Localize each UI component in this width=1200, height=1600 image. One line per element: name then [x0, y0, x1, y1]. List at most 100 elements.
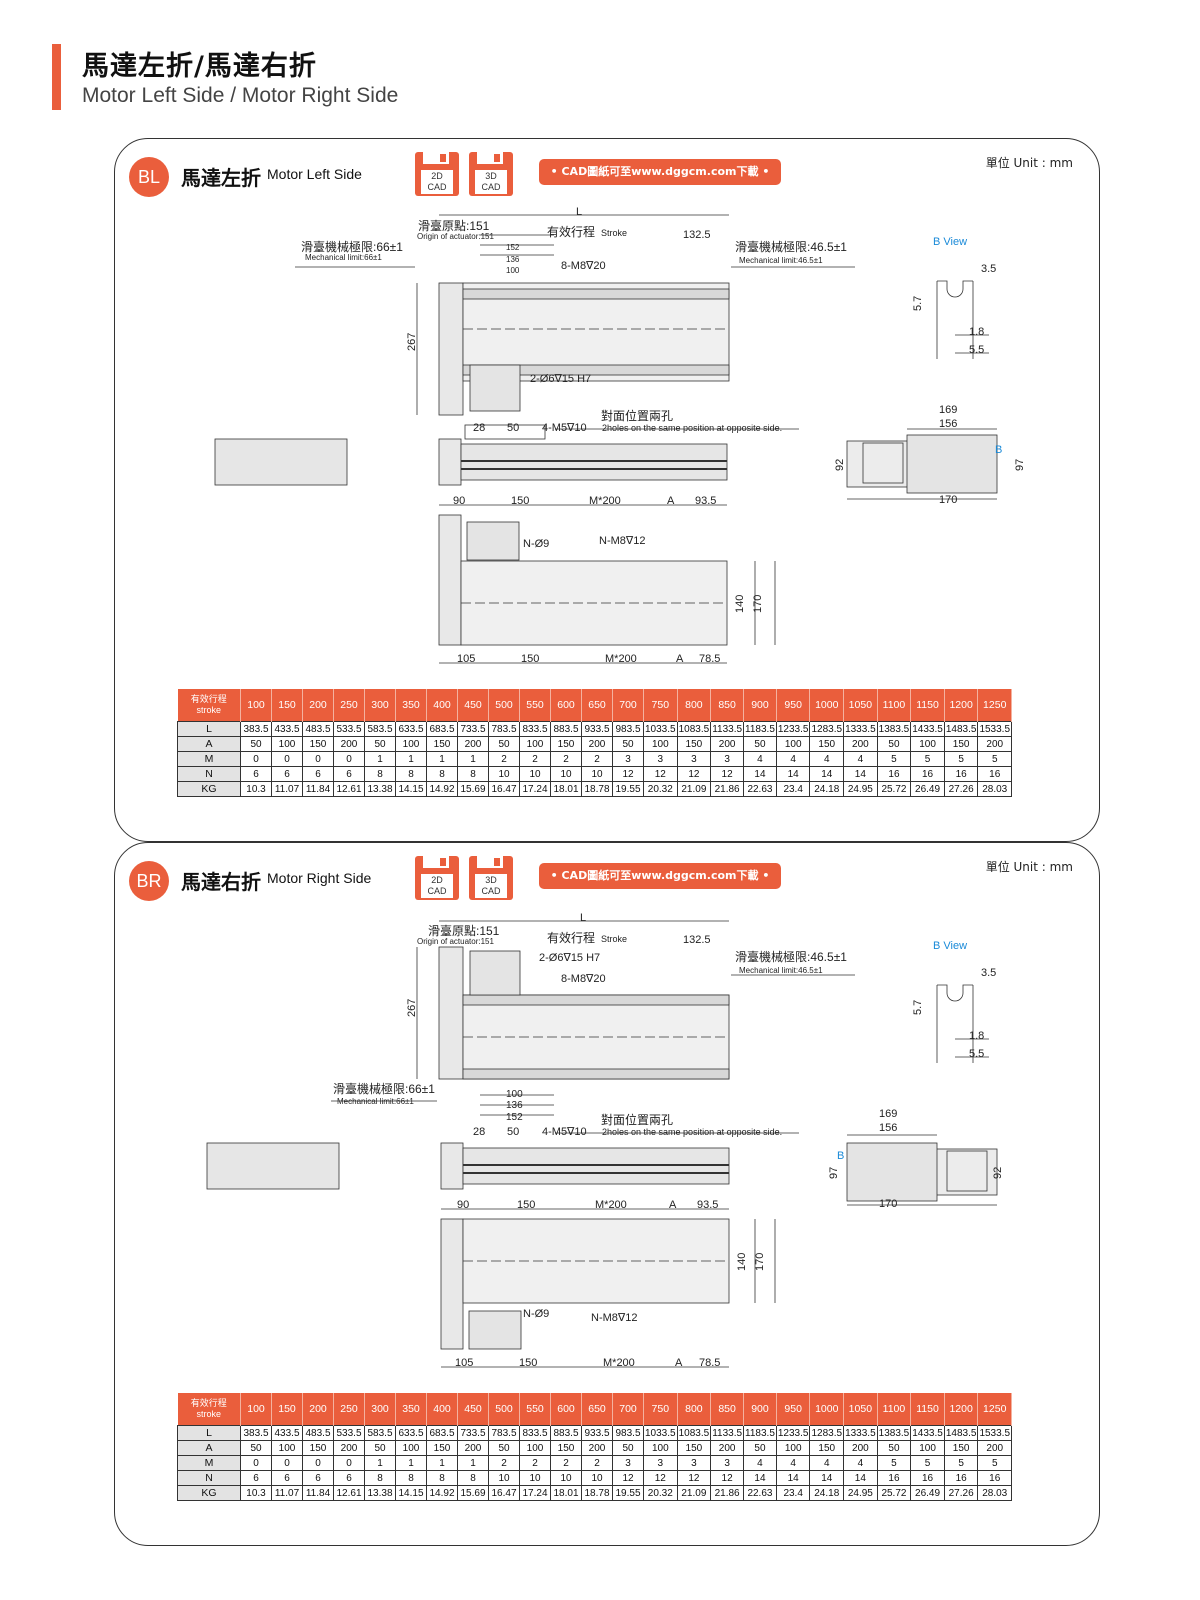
dim-267: 267 [406, 333, 418, 351]
table-cell: 12 [710, 1470, 745, 1486]
table-cell: 4 [843, 1455, 878, 1471]
table-cell: 10 [550, 766, 582, 782]
table-cell: 6 [271, 766, 303, 782]
cad-3d-icon[interactable]: 3D CAD [468, 151, 514, 197]
stroke-value: 400 [426, 1393, 458, 1426]
table-cell: 3 [710, 751, 745, 767]
stroke-value: 150 [271, 689, 303, 722]
table-cell: 1033.5 [643, 721, 678, 737]
table-cell: 200 [581, 1440, 613, 1456]
dim-152: 152 [506, 243, 520, 252]
table-cell: 633.5 [395, 721, 427, 737]
table-cell: 1233.5 [775, 721, 811, 737]
table-cell: 6 [240, 1470, 272, 1486]
table-cell: 5 [876, 1455, 912, 1471]
cad-download-link[interactable]: • CAD圖紙可至www.dggcm.com下載 • [539, 159, 781, 185]
side-view [214, 424, 799, 486]
end-view [846, 1134, 998, 1206]
table-cell: 1 [457, 1455, 489, 1471]
table-cell: 24.18 [809, 781, 845, 797]
table-cell: 150 [676, 1440, 712, 1456]
cad-3d-icon[interactable]: 3D CAD [468, 855, 514, 901]
stroke-value: 900 [743, 1393, 777, 1426]
stroke-value: 750 [643, 689, 678, 722]
stroke-value: 1250 [977, 689, 1013, 722]
stroke-value: 1200 [944, 1393, 979, 1426]
stroke-value: 800 [677, 689, 712, 722]
table-cell: 18.01 [550, 1485, 582, 1501]
dim-50: 50 [507, 1126, 519, 1138]
bottom-view [440, 1208, 776, 1368]
table-cell: 100 [910, 1440, 945, 1456]
table-cell: 100 [395, 1440, 427, 1456]
table-cell: 11.07 [271, 781, 303, 797]
table-cell: 5 [876, 751, 912, 767]
table-cell: 1433.5 [910, 1425, 945, 1441]
mech-limit-left-zh: 滑臺機械極限:66±1 [301, 239, 403, 254]
bottom-view [438, 504, 776, 664]
table-cell: 21.86 [710, 1485, 745, 1501]
table-cell: 483.5 [302, 721, 334, 737]
table-cell: 1333.5 [843, 1425, 878, 1441]
dim-100: 100 [506, 266, 520, 275]
row-label: L [177, 721, 241, 737]
table-cell: 21.09 [676, 1485, 712, 1501]
table-cell: 583.5 [364, 721, 396, 737]
stroke-value: 1100 [877, 689, 912, 722]
table-cell: 1183.5 [743, 721, 777, 737]
cad-download-link[interactable]: • CAD圖紙可至www.dggcm.com下載 • [539, 863, 781, 889]
table-cell: 883.5 [550, 1425, 582, 1441]
dim-150-bottom: 150 [521, 653, 539, 665]
table-cell: 2 [550, 1455, 582, 1471]
panel-motor-right: BR 馬達右折 Motor Right Side 2D CAD 3D CAD •… [114, 842, 1100, 1546]
table-cell: 5 [943, 751, 979, 767]
row-label: N [177, 766, 241, 782]
table-cell: 0 [302, 751, 334, 767]
stroke-value: 500 [488, 1393, 520, 1426]
dim-97: 97 [1014, 459, 1026, 471]
opposite-holes-zh: 對面位置兩孔 [601, 408, 673, 423]
stroke-label-en: Stroke [601, 934, 627, 944]
stroke-value: 550 [519, 689, 551, 722]
cad-3d-label-bottom: CAD [481, 886, 501, 896]
table-cell: 0 [240, 751, 272, 767]
table-cell: 14.15 [395, 781, 427, 797]
stroke-value: 250 [333, 1393, 365, 1426]
label-n-9: N-Ø9 [523, 1308, 549, 1320]
table-cell: 10 [581, 766, 613, 782]
unit-label: 單位 Unit : mm [985, 156, 1073, 170]
table-cell: 24.18 [809, 1485, 845, 1501]
page-title: 馬達左折/馬達右折 [82, 51, 317, 82]
table-cell: 20.32 [643, 1485, 678, 1501]
table-cell: 1383.5 [876, 721, 912, 737]
table-cell: 0 [240, 1455, 272, 1471]
cad-3d-label-top: 3D [485, 171, 497, 181]
table-cell: 1 [364, 1455, 396, 1471]
page-subtitle: Motor Left Side / Motor Right Side [82, 84, 399, 107]
table-cell: 24.95 [843, 781, 878, 797]
table-cell: 533.5 [333, 721, 365, 737]
dim-A-bottom: A [675, 1357, 683, 1369]
table-cell: 1083.5 [676, 721, 712, 737]
table-cell: 6 [302, 766, 334, 782]
table-cell: 13.38 [364, 1485, 396, 1501]
table-cell: 1 [426, 751, 458, 767]
table-cell: 18.78 [581, 1485, 613, 1501]
row-label: N [177, 1470, 241, 1486]
table-cell: 883.5 [550, 721, 582, 737]
mech-limit-right-en: Mechanical limit:46.5±1 [739, 966, 823, 975]
cad-2d-icon[interactable]: 2D CAD [414, 855, 460, 901]
table-cell: 1 [395, 1455, 427, 1471]
dim-92: 92 [834, 459, 846, 471]
table-cell: 28.03 [977, 1485, 1013, 1501]
cad-2d-icon[interactable]: 2D CAD [414, 151, 460, 197]
table-cell: 17.24 [519, 781, 551, 797]
stroke-value: 1100 [877, 1393, 912, 1426]
dim-152: 152 [506, 1112, 523, 1123]
table-cell: 533.5 [333, 1425, 365, 1441]
table-cell: 1533.5 [977, 721, 1013, 737]
technical-drawing: L 滑臺原點:151 Origin of actuator:151 有效行程 S… [206, 912, 1004, 1369]
stroke-value: 100 [240, 1393, 272, 1426]
